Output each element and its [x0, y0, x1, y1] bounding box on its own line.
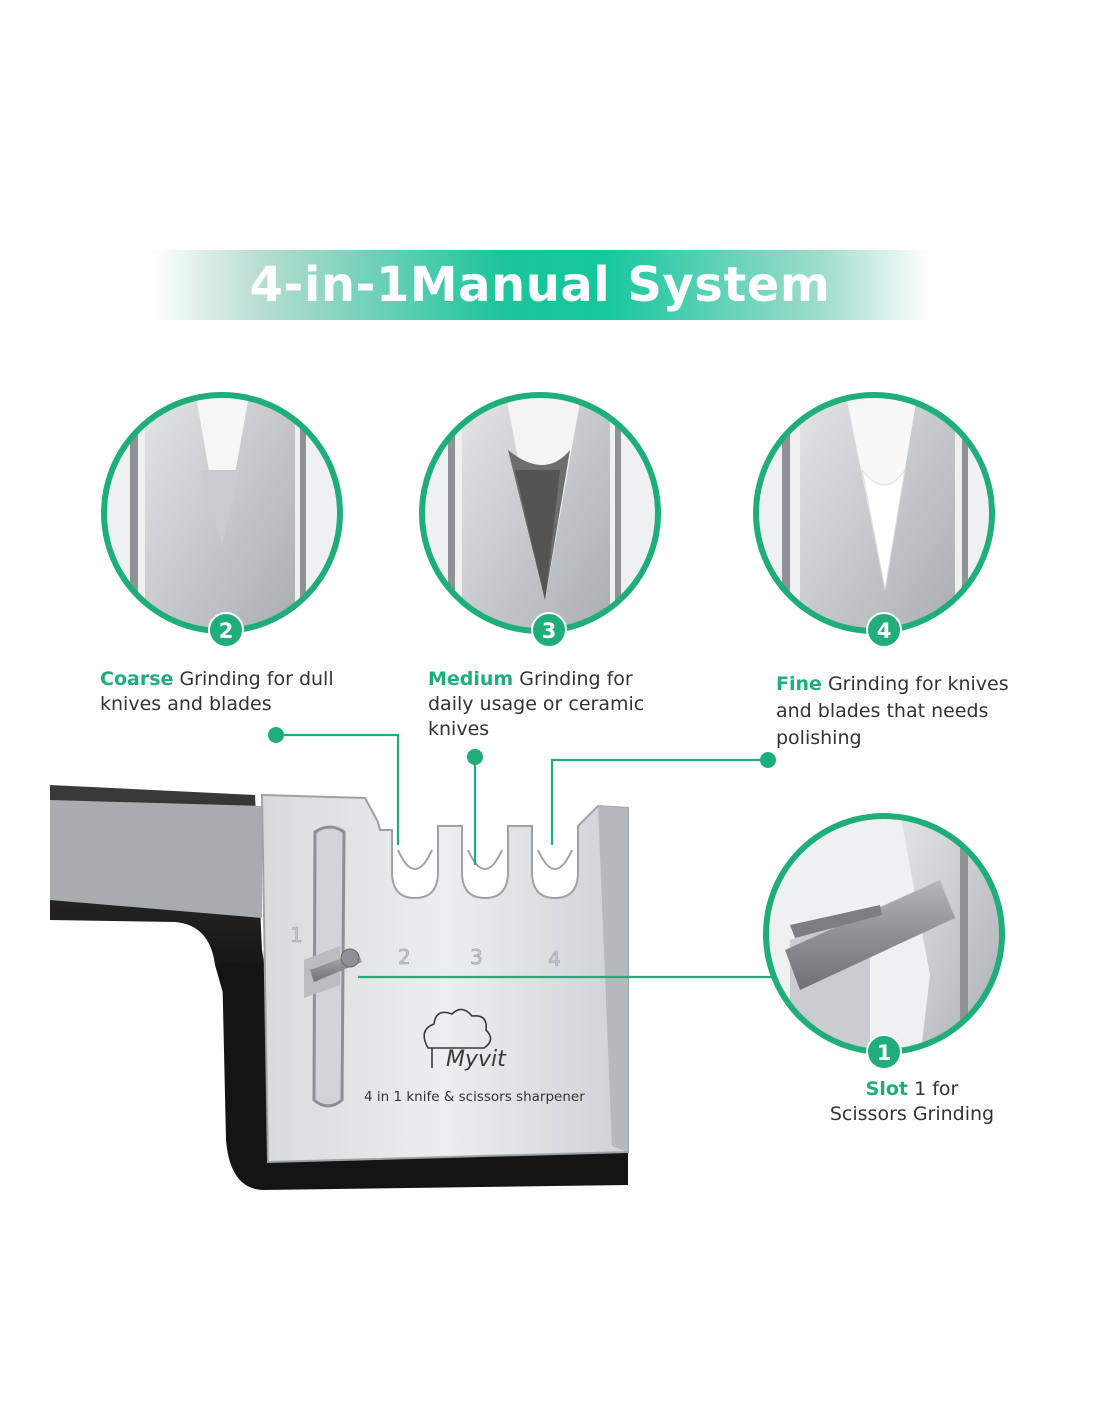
connector-dot-2 [268, 727, 284, 743]
number-badge-4 [866, 612, 902, 648]
sharpener-body [50, 785, 629, 1190]
zoom-circle-4 [753, 392, 995, 634]
body-slot-label-2: 2 [398, 945, 411, 969]
v-slot-3-inner [467, 849, 503, 870]
number-badge-3 [531, 612, 567, 648]
body-slot-label-4: 4 [548, 947, 561, 971]
caption-coarse: Coarse Grinding for dull knives and blad… [100, 667, 390, 717]
number-badge-1 [866, 1034, 902, 1070]
v-slot-2-inner [397, 849, 433, 870]
caption-fine: Fine Grinding for knives and blades that… [776, 671, 1056, 752]
steel-face [260, 793, 629, 1164]
base-black [222, 962, 628, 1190]
connector-slot-4 [550, 758, 768, 845]
caption-fine-keyword: Fine [776, 673, 822, 695]
zoom-circle-2 [101, 392, 343, 634]
body-slot-label-1: 1 [290, 923, 303, 947]
caption-medium-text: Grinding for daily usage or ceramic kniv… [428, 668, 645, 740]
number-badge-4-label: 4 [877, 619, 892, 643]
handle-grey-top [50, 800, 262, 918]
number-badge-3-label: 3 [542, 619, 557, 643]
connector-dot-3 [467, 749, 483, 765]
brand-logo: Myvit [446, 1047, 507, 1072]
banner-title: 4-in-1Manual System [249, 257, 831, 313]
steel-edge [598, 806, 628, 1152]
connector-slot-2 [276, 733, 400, 845]
caption-medium-keyword: Medium [428, 668, 514, 690]
connector-dot-4 [760, 752, 776, 768]
caption-coarse-keyword: Coarse [100, 668, 174, 690]
rod-end [340, 948, 360, 968]
chef-hat-icon [423, 1008, 492, 1068]
connector-lines [276, 733, 772, 979]
caption-fine-text: Grinding for knives and blades that need… [776, 673, 1009, 749]
number-badge-2-label: 2 [219, 619, 234, 643]
number-badge-2 [208, 612, 244, 648]
model-text: 4 in 1 knife & scissors sharpener [364, 1089, 585, 1105]
number-badge-1-label: 1 [877, 1041, 892, 1065]
caption-slot-1-keyword: Slot [865, 1078, 909, 1100]
caption-coarse-text: Grinding for dull knives and blades [100, 668, 334, 715]
caption-slot-1: Slot 1 for Scissors Grinding [812, 1077, 1012, 1127]
zoom-circle-1 [763, 813, 1005, 1055]
zoom-circle-3 [419, 392, 661, 634]
body-slot-label-3: 3 [470, 945, 483, 969]
caption-medium: Medium Grinding for daily usage or ceram… [428, 667, 698, 742]
caption-slot-1-text: 1 for Scissors Grinding [829, 1078, 995, 1125]
v-slot-4-inner [537, 849, 573, 870]
title-banner [150, 250, 930, 320]
